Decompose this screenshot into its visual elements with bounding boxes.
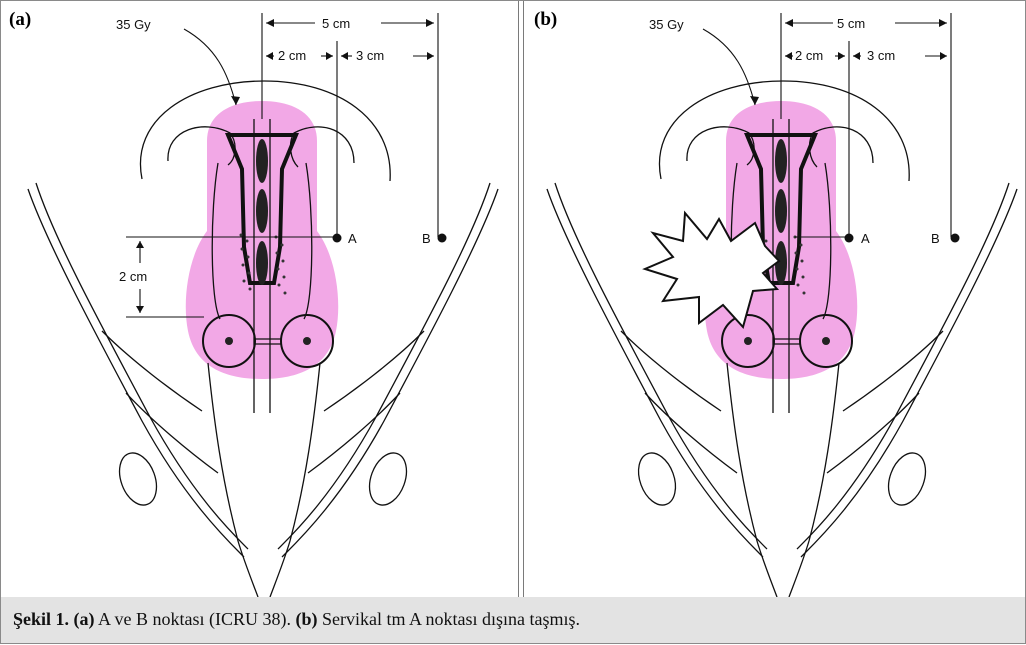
caption-part-b-label: (b): [296, 609, 318, 629]
point-a-label: A: [861, 231, 870, 246]
panel-divider-left: [518, 1, 519, 597]
caption-part-b-text: Servikal tm A noktası dışına taşmış.: [318, 609, 581, 629]
figure-caption: Şekil 1. (a) A ve B noktası (ICRU 38). (…: [0, 597, 1026, 644]
height-label: 2 cm: [119, 269, 147, 284]
width-total-label: 5 cm: [837, 16, 865, 31]
caption-part-a-text: A ve B noktası (ICRU 38).: [95, 609, 296, 629]
caption-figure-number: Şekil 1.: [13, 609, 69, 629]
caption-text: Şekil 1. (a) A ve B noktası (ICRU 38). (…: [13, 609, 580, 630]
point-a-label: A: [348, 231, 357, 246]
panel-b: (b): [527, 1, 1025, 597]
point-b-label: B: [931, 231, 940, 246]
width-outer-label: 3 cm: [356, 48, 384, 63]
width-inner-label: 2 cm: [795, 48, 823, 63]
width-inner-label: 2 cm: [278, 48, 306, 63]
point-b-label: B: [422, 231, 431, 246]
width-total-label: 5 cm: [322, 16, 350, 31]
caption-part-a-label: (a): [74, 609, 95, 629]
width-outer-label: 3 cm: [867, 48, 895, 63]
figure-frame: (a): [0, 0, 1026, 598]
panel-a: (a): [2, 1, 518, 597]
panel-divider-right: [523, 1, 524, 597]
panel-a-diagram: 35 Gy 5 cm 2 cm 3 cm A B 2 cm: [2, 1, 518, 597]
panel-b-diagram: 35 Gy 5 cm 2 cm 3 cm A B: [527, 1, 1025, 597]
dose-label: 35 Gy: [649, 17, 684, 32]
dose-label: 35 Gy: [116, 17, 151, 32]
